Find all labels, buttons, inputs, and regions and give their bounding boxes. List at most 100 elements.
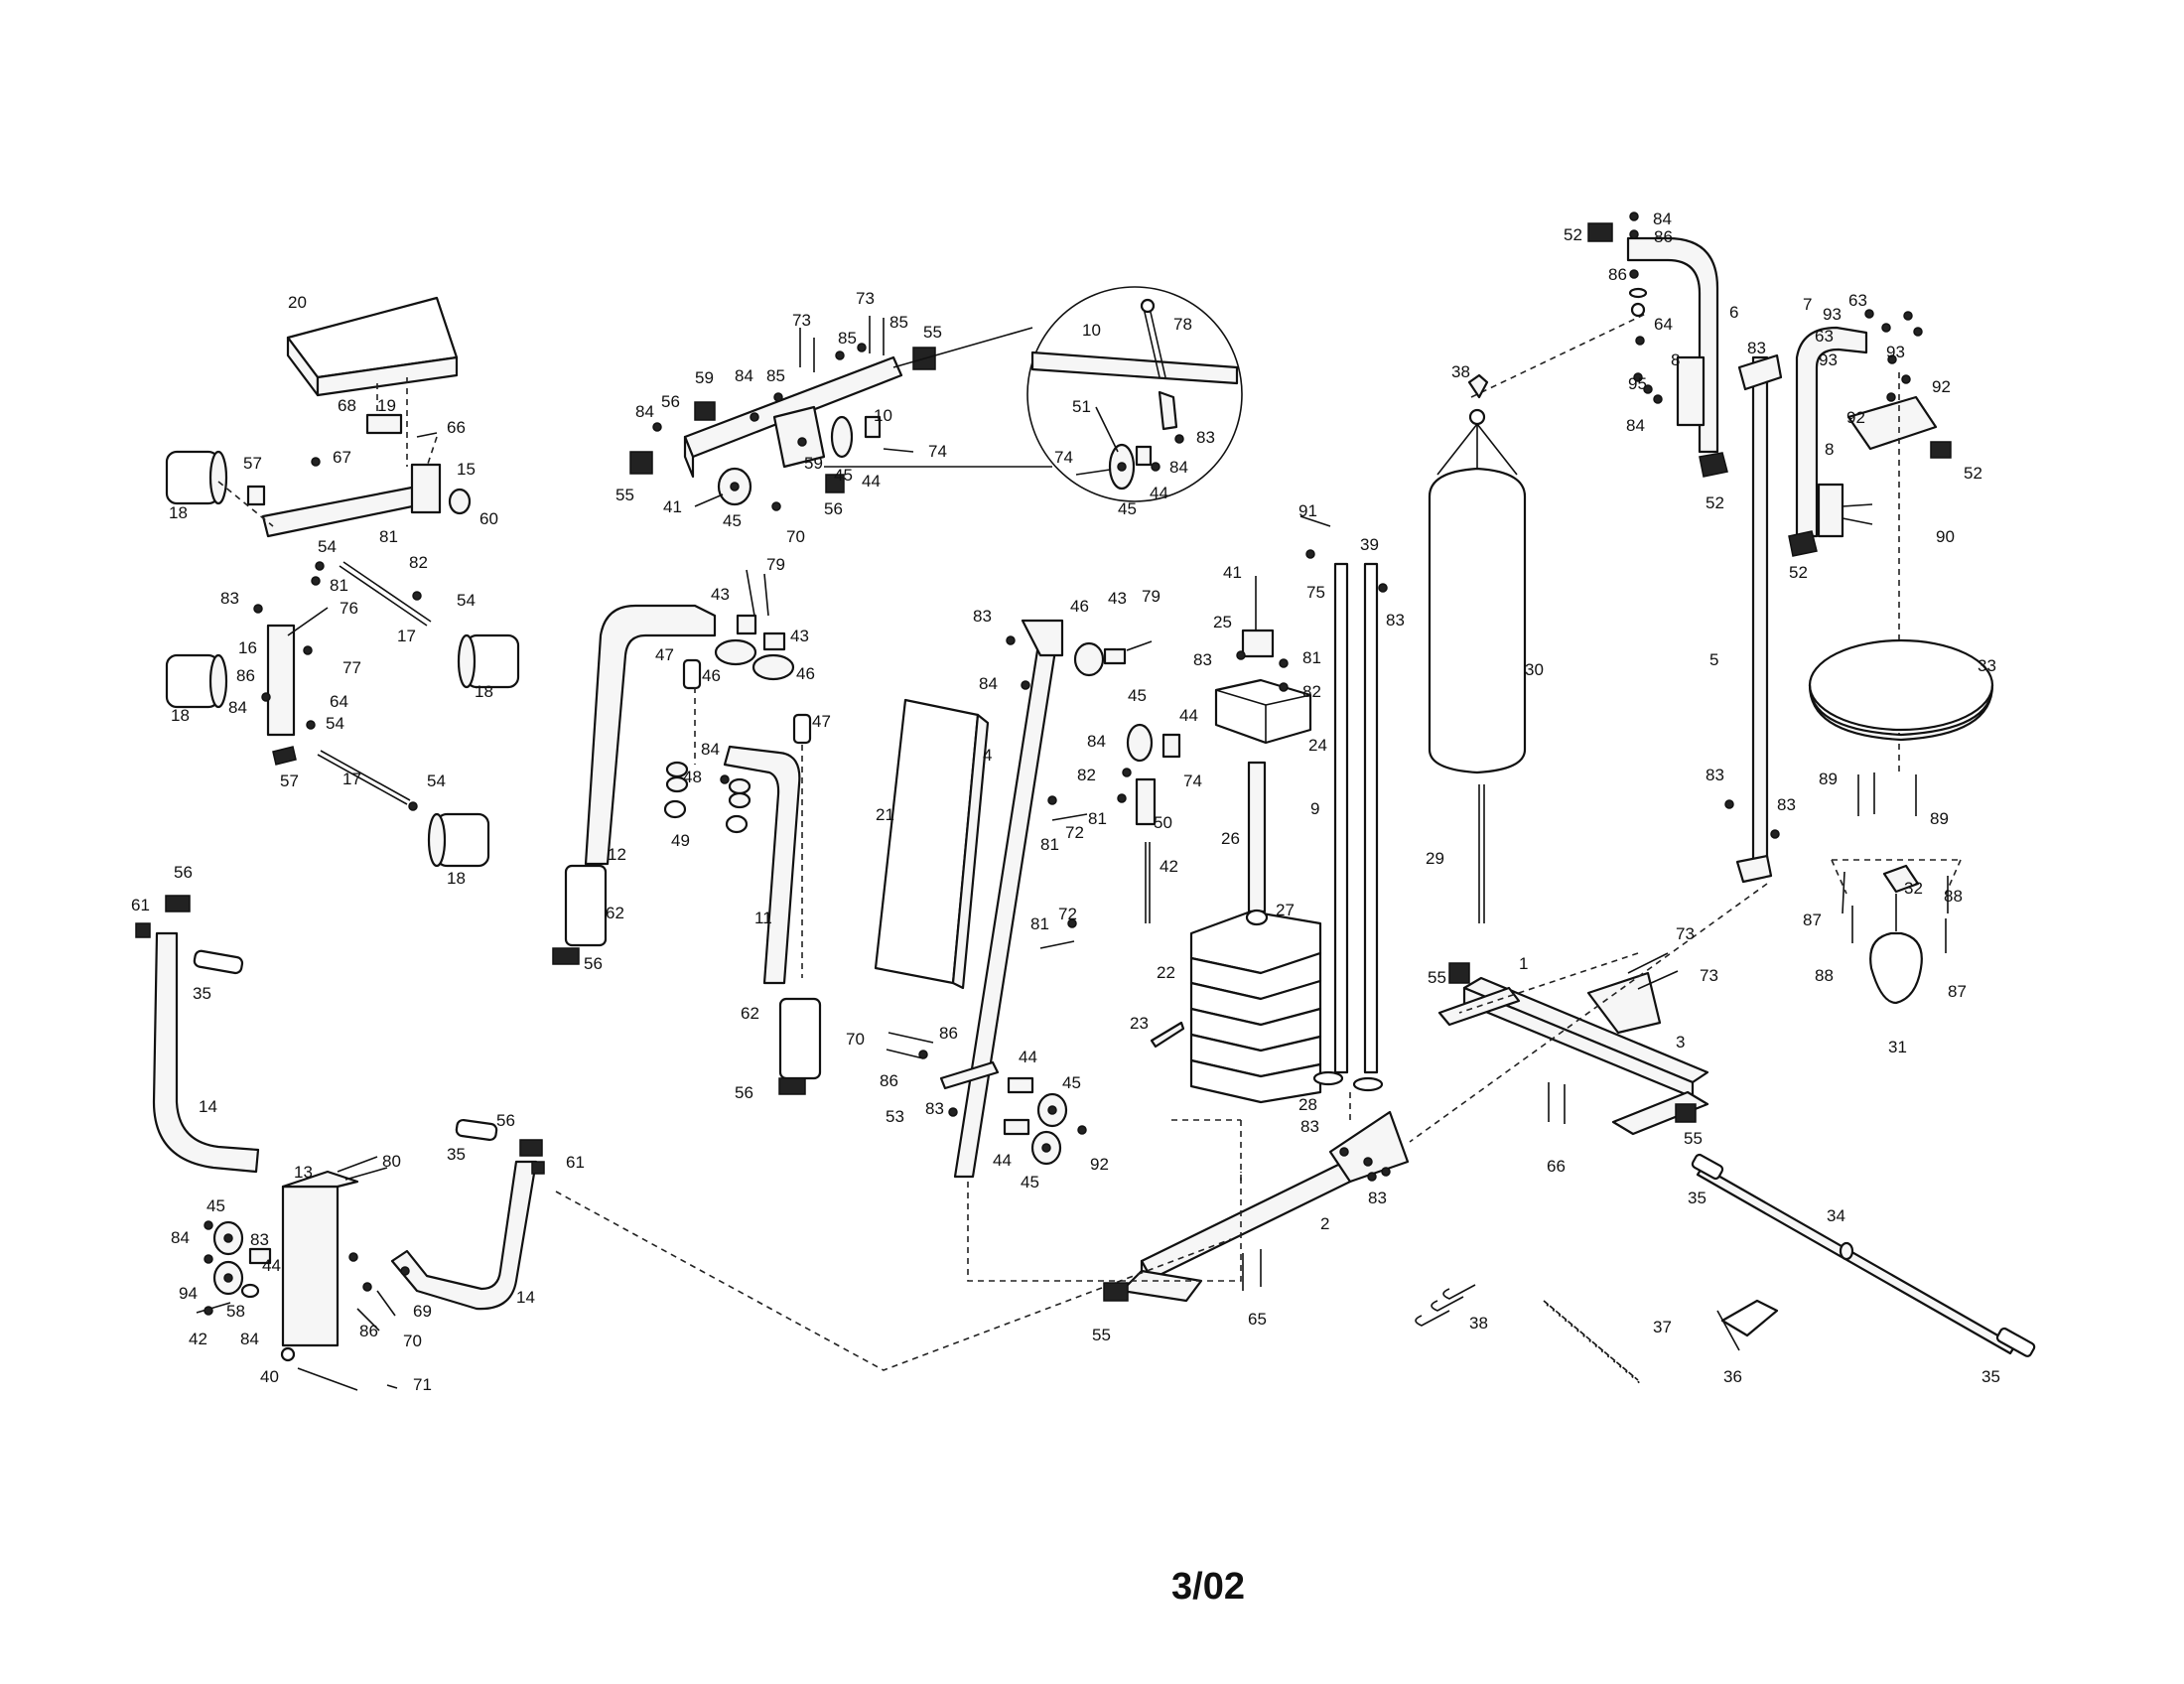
part-label-l18a: 18 [169, 503, 188, 522]
part-label-l79a: 79 [766, 555, 785, 574]
part-label-l3: 3 [1676, 1033, 1685, 1052]
grip-62a [564, 864, 608, 947]
arm-14b [390, 1160, 538, 1311]
part-label-l83k: 83 [1777, 795, 1796, 814]
part-label-l68: 68 [338, 396, 356, 415]
part-label-l56f: 56 [496, 1111, 515, 1130]
part-label-l41a: 41 [663, 497, 682, 516]
axle-17a [339, 565, 428, 627]
washer-28b [1352, 1076, 1384, 1092]
pin-27 [1245, 909, 1269, 926]
selector-block-24 [1214, 678, 1312, 745]
part-label-l76: 76 [340, 599, 358, 618]
base-foot-plate [1120, 1269, 1203, 1303]
pulley-bracket [772, 405, 826, 469]
upright-frame-4 [874, 619, 1181, 1179]
detail-magnifier [824, 286, 1243, 502]
part-label-l73b: 73 [856, 289, 875, 308]
part-label-l65: 65 [1248, 1310, 1267, 1329]
end-cap-56e [165, 895, 191, 912]
part-label-l83j: 83 [1706, 766, 1724, 784]
detail-bracket-44 [1135, 445, 1153, 467]
part-label-l48: 48 [683, 768, 702, 786]
weight-stack-assembly [1150, 515, 1388, 1104]
spacer-49b [725, 814, 749, 834]
part-label-l81a: 81 [379, 527, 398, 546]
part-label-l54d: 54 [427, 772, 446, 790]
part-label-l18d: 18 [447, 869, 466, 888]
base-foot-1b [1611, 1090, 1709, 1136]
bracket-8a [1676, 355, 1706, 427]
grip-35c [193, 949, 244, 975]
part-label-l44e: 44 [993, 1151, 1012, 1170]
part-label-l82c: 82 [1302, 682, 1321, 701]
part-label-l44c: 44 [1179, 706, 1198, 725]
part-label-l52d: 52 [1789, 563, 1808, 582]
grip-35d [455, 1118, 498, 1142]
bushing-47b [792, 713, 812, 745]
part-label-l59b: 59 [804, 454, 823, 473]
part-label-l61b: 61 [566, 1153, 585, 1172]
part-label-l26: 26 [1221, 829, 1240, 848]
part-label-l86f: 86 [359, 1322, 378, 1340]
end-cap-56b [825, 474, 845, 493]
end-cap-61b [531, 1161, 545, 1175]
part-label-l55e: 55 [1092, 1326, 1111, 1344]
bracket-8b [1817, 483, 1844, 538]
chain-37 [1543, 1300, 1642, 1385]
part-label-l86a: 86 [236, 666, 255, 685]
part-label-l70c: 70 [403, 1332, 422, 1350]
end-cap-56a [694, 401, 716, 421]
part-label-l88a: 88 [1944, 887, 1963, 906]
part-label-l94: 94 [179, 1284, 198, 1303]
part-label-l35a: 35 [1688, 1189, 1706, 1207]
part-label-l10b: 10 [1082, 321, 1101, 340]
heavy-bag-30 [1428, 467, 1527, 774]
part-label-l74b: 74 [1054, 448, 1073, 467]
part-label-l25: 25 [1213, 613, 1232, 632]
part-label-l10a: 10 [874, 406, 892, 425]
part-label-l84g: 84 [1087, 732, 1106, 751]
part-label-l84e: 84 [701, 740, 720, 759]
part-label-l64a: 64 [330, 692, 348, 711]
part-label-l44d: 44 [1019, 1048, 1037, 1066]
part-label-l69: 69 [413, 1302, 432, 1321]
part-label-l40: 40 [260, 1367, 279, 1386]
part-label-l83l: 83 [250, 1230, 269, 1249]
part-label-l55c: 55 [1428, 968, 1446, 987]
part-label-l8b: 8 [1825, 440, 1834, 459]
part-label-l74a: 74 [928, 442, 947, 461]
part-label-l63a: 63 [1848, 291, 1867, 310]
part-label-l19: 19 [377, 396, 396, 415]
bracket-43b [762, 632, 786, 651]
speed-bag-platform-33 [1808, 638, 1994, 732]
straight-bar-34 [1691, 1153, 2036, 1357]
part-label-l62a: 62 [606, 904, 624, 922]
part-label-l56b: 56 [824, 499, 843, 518]
part-label-l38a: 38 [1451, 362, 1470, 381]
part-label-l14a: 14 [199, 1097, 217, 1116]
spacer-40 [280, 1346, 296, 1362]
part-label-l55a: 55 [923, 323, 942, 342]
part-label-l52c: 52 [1964, 464, 1982, 483]
detail-bolt-74 [1075, 469, 1111, 476]
part-label-l16: 16 [238, 638, 257, 657]
bracket-43c [1103, 647, 1127, 665]
spacer-49a [663, 799, 687, 819]
part-label-l1: 1 [1519, 954, 1528, 973]
part-label-l45c: 45 [1118, 499, 1137, 518]
part-label-l30: 30 [1525, 660, 1544, 679]
upright-5-foot [1735, 854, 1773, 884]
foot-cap-52b [1699, 452, 1728, 478]
part-label-l54b: 54 [457, 591, 476, 610]
part-label-l52b: 52 [1706, 493, 1724, 512]
part-label-l62b: 62 [741, 1004, 759, 1023]
part-label-l43b: 43 [790, 627, 809, 645]
part-label-l84a: 84 [228, 698, 247, 717]
dip-frame-13 [281, 1185, 340, 1347]
part-label-l73a: 73 [792, 311, 811, 330]
part-label-l36: 36 [1723, 1367, 1742, 1386]
part-label-l83d: 83 [925, 1099, 944, 1118]
part-label-l52a: 52 [1564, 225, 1582, 244]
part-label-l18c: 18 [171, 706, 190, 725]
